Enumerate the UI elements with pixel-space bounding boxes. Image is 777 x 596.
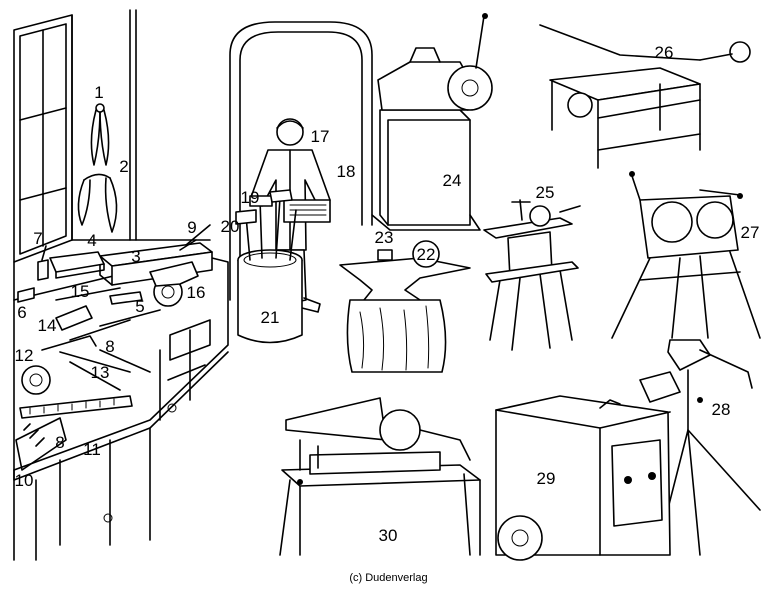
archway bbox=[229, 21, 373, 301]
pliers-tool-1 bbox=[90, 103, 110, 166]
label-27: 27 bbox=[741, 223, 760, 242]
bench-tools bbox=[15, 287, 161, 471]
copyright-credit: (c) Dudenverlag bbox=[349, 572, 428, 584]
number-labels: 1 2 3 4 5 6 7 8 8 9 10 11 12 13 14 15 16… bbox=[15, 43, 760, 545]
back-wall bbox=[71, 9, 211, 241]
label-19: 19 bbox=[241, 188, 260, 207]
label-4: 4 bbox=[87, 231, 96, 250]
label-26: 26 bbox=[655, 43, 674, 62]
machine-30 bbox=[279, 397, 481, 556]
label-23: 23 bbox=[375, 228, 394, 247]
label-11: 11 bbox=[83, 440, 101, 459]
label-16: 16 bbox=[187, 283, 206, 302]
label-13: 13 bbox=[91, 363, 110, 382]
machine-27 bbox=[611, 171, 761, 339]
label-24: 24 bbox=[443, 171, 462, 190]
label-22-circle bbox=[412, 240, 440, 268]
label-14: 14 bbox=[38, 316, 57, 335]
block-6 bbox=[17, 287, 35, 303]
label-1: 1 bbox=[94, 83, 103, 102]
label-21: 21 bbox=[261, 308, 280, 327]
label-22: 22 bbox=[417, 245, 436, 264]
label-9: 9 bbox=[187, 218, 196, 237]
tongs-tool-2 bbox=[77, 173, 118, 233]
label-17: 17 bbox=[311, 127, 330, 146]
label-10: 10 bbox=[15, 471, 34, 490]
workbench bbox=[13, 254, 229, 561]
label-3: 3 bbox=[131, 247, 140, 266]
label-6: 6 bbox=[17, 303, 26, 322]
welder-29 bbox=[495, 395, 671, 561]
window bbox=[13, 14, 73, 263]
machine-26 bbox=[539, 24, 751, 169]
label-15: 15 bbox=[71, 282, 90, 301]
label-12: 12 bbox=[15, 346, 34, 365]
label-5: 5 bbox=[135, 297, 144, 316]
label-18: 18 bbox=[337, 162, 356, 181]
machine-24 bbox=[371, 13, 493, 231]
grinder-16 bbox=[149, 261, 199, 307]
label-8b: 8 bbox=[55, 433, 64, 452]
stand-28 bbox=[639, 339, 761, 556]
label-25: 25 bbox=[536, 183, 555, 202]
tool-stand-21 bbox=[235, 189, 303, 344]
cup-7 bbox=[37, 245, 49, 281]
label-7: 7 bbox=[33, 229, 42, 248]
label-29: 29 bbox=[537, 469, 556, 488]
label-2: 2 bbox=[119, 157, 128, 176]
plate-4 bbox=[49, 251, 105, 279]
label-8a: 8 bbox=[105, 337, 114, 356]
machine-25 bbox=[483, 199, 581, 351]
label-28: 28 bbox=[712, 400, 731, 419]
label-30: 30 bbox=[379, 526, 398, 545]
anvil-23 bbox=[339, 249, 471, 373]
label-20: 20 bbox=[221, 217, 240, 236]
hammer-9 bbox=[179, 224, 211, 251]
